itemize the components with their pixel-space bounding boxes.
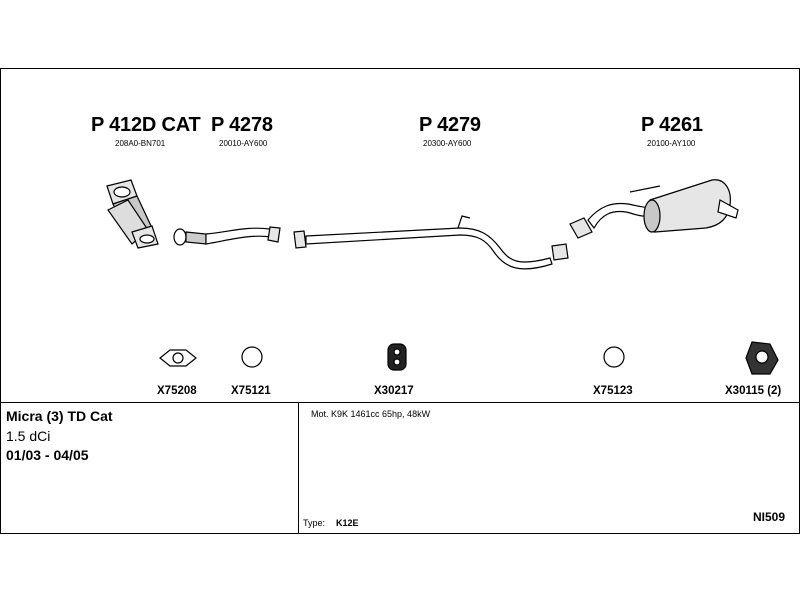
oem-number-front-pipe: 20010-AY600: [219, 139, 268, 148]
type-value: K12E: [336, 518, 359, 528]
part-code-rear-silencer: P 4261: [641, 114, 703, 136]
oem-number-rear-silencer: 20100-AY100: [647, 139, 696, 148]
engine-spec: Mot. K9K 1461cc 65hp, 48kW: [311, 409, 431, 419]
catalytic-converter-drawing: [106, 179, 159, 249]
reference-code: NI509: [753, 510, 786, 524]
part-code-front-pipe: P 4278: [211, 114, 273, 136]
part-code-middle-pipe: P 4279: [419, 114, 481, 136]
accessory-code: X30217: [374, 385, 414, 397]
rear-silencer-drawing: [569, 179, 739, 239]
rubber-hanger-icon: [387, 343, 407, 371]
exhaust-system-diagram: P 412D CAT 208A0-BN701 P 4278 20010-AY60…: [0, 68, 800, 534]
engine-size: 1.5 dCi: [6, 428, 51, 444]
gasket-ring-icon: [603, 346, 625, 368]
accessory-code: X75208: [157, 385, 197, 397]
oem-number-middle-pipe: 20300-AY600: [423, 139, 472, 148]
accessory-code: X30115 (2): [725, 385, 782, 397]
oem-number-catalyst: 208A0-BN701: [115, 139, 166, 148]
gasket-flange-icon: [159, 349, 197, 367]
middle-pipe-drawing: [293, 215, 569, 270]
part-code-catalyst: P 412D CAT: [91, 114, 201, 136]
rubber-mount-icon: [745, 341, 779, 375]
production-years: 01/03 - 04/05: [6, 447, 89, 463]
vehicle-model: Micra (3) TD Cat: [6, 408, 113, 424]
front-pipe-drawing: [173, 226, 281, 246]
type-label: Type:: [303, 518, 326, 528]
gasket-ring-icon: [241, 346, 263, 368]
accessory-code: X75123: [593, 385, 633, 397]
accessory-code: X75121: [231, 385, 271, 397]
